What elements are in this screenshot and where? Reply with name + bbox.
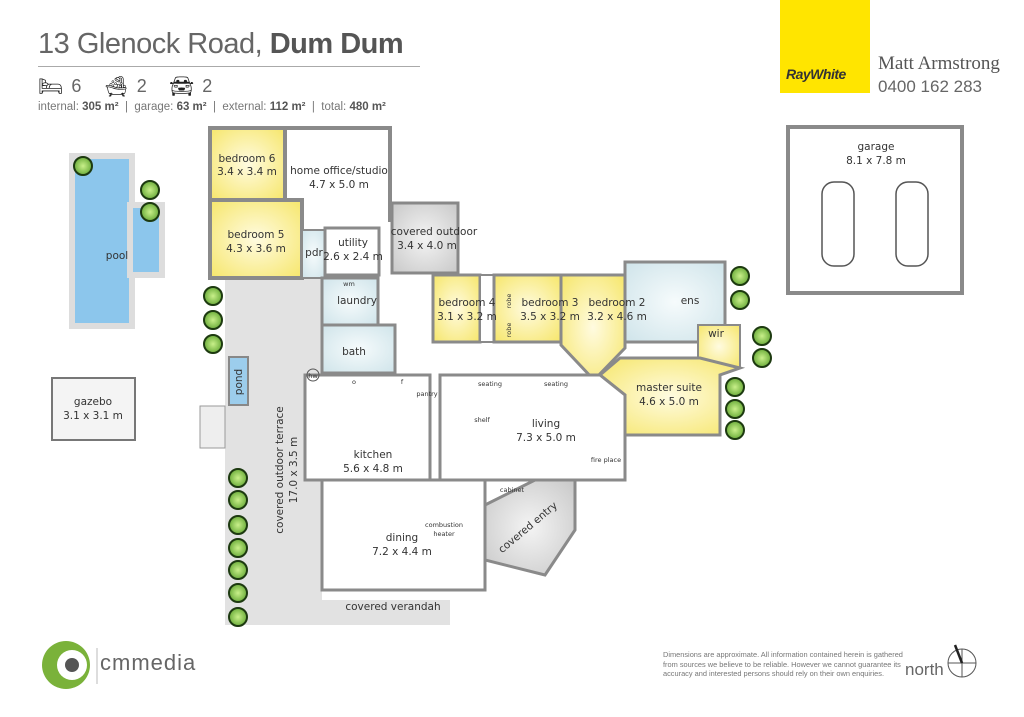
cmmedia-logo-icon xyxy=(42,641,90,689)
laundry-area xyxy=(320,276,380,327)
bath-label: bath xyxy=(342,346,366,358)
verandah-label: covered verandah xyxy=(345,601,440,613)
bedroom4-area xyxy=(431,273,482,344)
pool-label: pool xyxy=(106,250,128,262)
cmmedia-logo: cmmedia xyxy=(100,650,197,675)
bath-area xyxy=(320,323,397,375)
laundry-label: laundry xyxy=(337,295,377,307)
trees xyxy=(73,156,772,627)
heater-label: combustion xyxy=(425,521,463,529)
gazebo-label: gazebo xyxy=(74,396,112,408)
living-label: living xyxy=(532,418,560,430)
north-compass-icon xyxy=(947,644,977,678)
raywhite-logo: RayWhite xyxy=(780,0,870,93)
bedroom2-label: bedroom 2 xyxy=(589,297,646,309)
gazebo-dims: 3.1 x 3.1 m xyxy=(63,410,123,422)
bed-icon: 🛏︎ xyxy=(38,76,64,98)
robe-label: robe xyxy=(505,294,513,309)
bedroom6-dims: 3.4 x 3.4 m xyxy=(217,166,277,178)
agent-name: Matt Armstrong xyxy=(878,53,1000,74)
covered-outdoor-area xyxy=(390,201,460,275)
garage-car-icon: 🚘︎ xyxy=(168,76,195,98)
utility-dims: 2.6 x 2.4 m xyxy=(323,251,383,263)
pond-area xyxy=(228,356,249,406)
robe-label: robe xyxy=(505,323,513,338)
ens-label: ens xyxy=(681,295,700,307)
heater-label: heater xyxy=(433,530,455,538)
terrace-area xyxy=(225,278,450,625)
bedroom2-dims: 3.2 x 4.6 m xyxy=(587,311,647,323)
fireplace-label: fire place xyxy=(591,456,621,464)
washing-machine-label: wm xyxy=(343,280,355,288)
garage-area xyxy=(786,125,964,295)
bedroom2-area xyxy=(559,273,627,383)
bedroom4-dims: 3.1 x 3.2 m xyxy=(437,311,497,323)
bath-icon: 🛁︎ xyxy=(103,76,129,98)
master-dims: 4.6 x 5.0 m xyxy=(639,396,699,408)
dining-label: dining xyxy=(386,532,418,544)
bedroom3-label: bedroom 3 xyxy=(522,297,579,309)
office-label: home office/studio xyxy=(290,165,388,177)
covered-outdoor-dims: 3.4 x 4.0 m xyxy=(397,240,457,252)
covered-outdoor-label: covered outdoor xyxy=(391,226,478,238)
kitchen-dims: 5.6 x 4.8 m xyxy=(343,463,403,475)
bedroom5-dims: 4.3 x 3.6 m xyxy=(226,243,286,255)
bedroom-count: 6 xyxy=(71,76,82,96)
feature-counts: 🛏︎ 6 🛁︎ 2 🚘︎ 2 xyxy=(38,74,212,99)
dining-dims: 7.2 x 4.4 m xyxy=(372,546,432,558)
utility-label: utility xyxy=(338,237,368,249)
hot-water-label: hw xyxy=(308,372,318,380)
area-summary: internal: 305 m² | garage: 63 m² | exter… xyxy=(38,101,386,113)
disclaimer: Dimensions are approximate. All informat… xyxy=(663,650,903,678)
wir-label: wir xyxy=(708,328,725,340)
covered-entry-area xyxy=(483,478,577,577)
car-count: 2 xyxy=(202,76,213,96)
living-dims: 7.3 x 5.0 m xyxy=(516,432,576,444)
bedroom5-label: bedroom 5 xyxy=(228,229,285,241)
gazebo-area xyxy=(51,377,136,441)
pantry-label: pantry xyxy=(416,390,437,398)
seating-label: seating xyxy=(544,380,568,388)
garage-dims: 8.1 x 7.8 m xyxy=(846,155,906,167)
property-address: 13 Glenock Road, Dum Dum xyxy=(38,28,404,60)
master-label: master suite xyxy=(636,382,702,394)
shelf-label: shelf xyxy=(474,416,490,424)
fridge-label: f xyxy=(401,378,404,386)
pond-label: pond xyxy=(233,369,245,395)
utility-area xyxy=(323,226,381,277)
cabinet-label: cabinet xyxy=(500,486,525,494)
living-area xyxy=(438,373,627,482)
bathroom-count: 2 xyxy=(136,76,147,96)
pool-area xyxy=(69,153,135,329)
north-label: north xyxy=(905,660,944,679)
terrace-dims: 17.0 x 3.5 m xyxy=(288,437,300,504)
divider xyxy=(38,66,420,67)
agent-phone: 0400 162 283 xyxy=(878,77,982,96)
pdr-label: pdr xyxy=(305,247,323,259)
dining-area xyxy=(320,478,487,592)
bedroom3-area xyxy=(492,273,563,344)
terrace-label: covered outdoor terrace xyxy=(274,406,286,533)
garage-label: garage xyxy=(858,141,895,153)
bedroom4-label: bedroom 4 xyxy=(439,297,496,309)
office-dims: 4.7 x 5.0 m xyxy=(309,179,369,191)
kitchen-label: kitchen xyxy=(354,449,393,461)
car-icons xyxy=(821,181,929,267)
oven-label: o xyxy=(352,378,356,386)
bedroom3-dims: 3.5 x 3.2 m xyxy=(520,311,580,323)
bedroom6-label: bedroom 6 xyxy=(219,153,276,165)
seating-label: seating xyxy=(478,380,502,388)
